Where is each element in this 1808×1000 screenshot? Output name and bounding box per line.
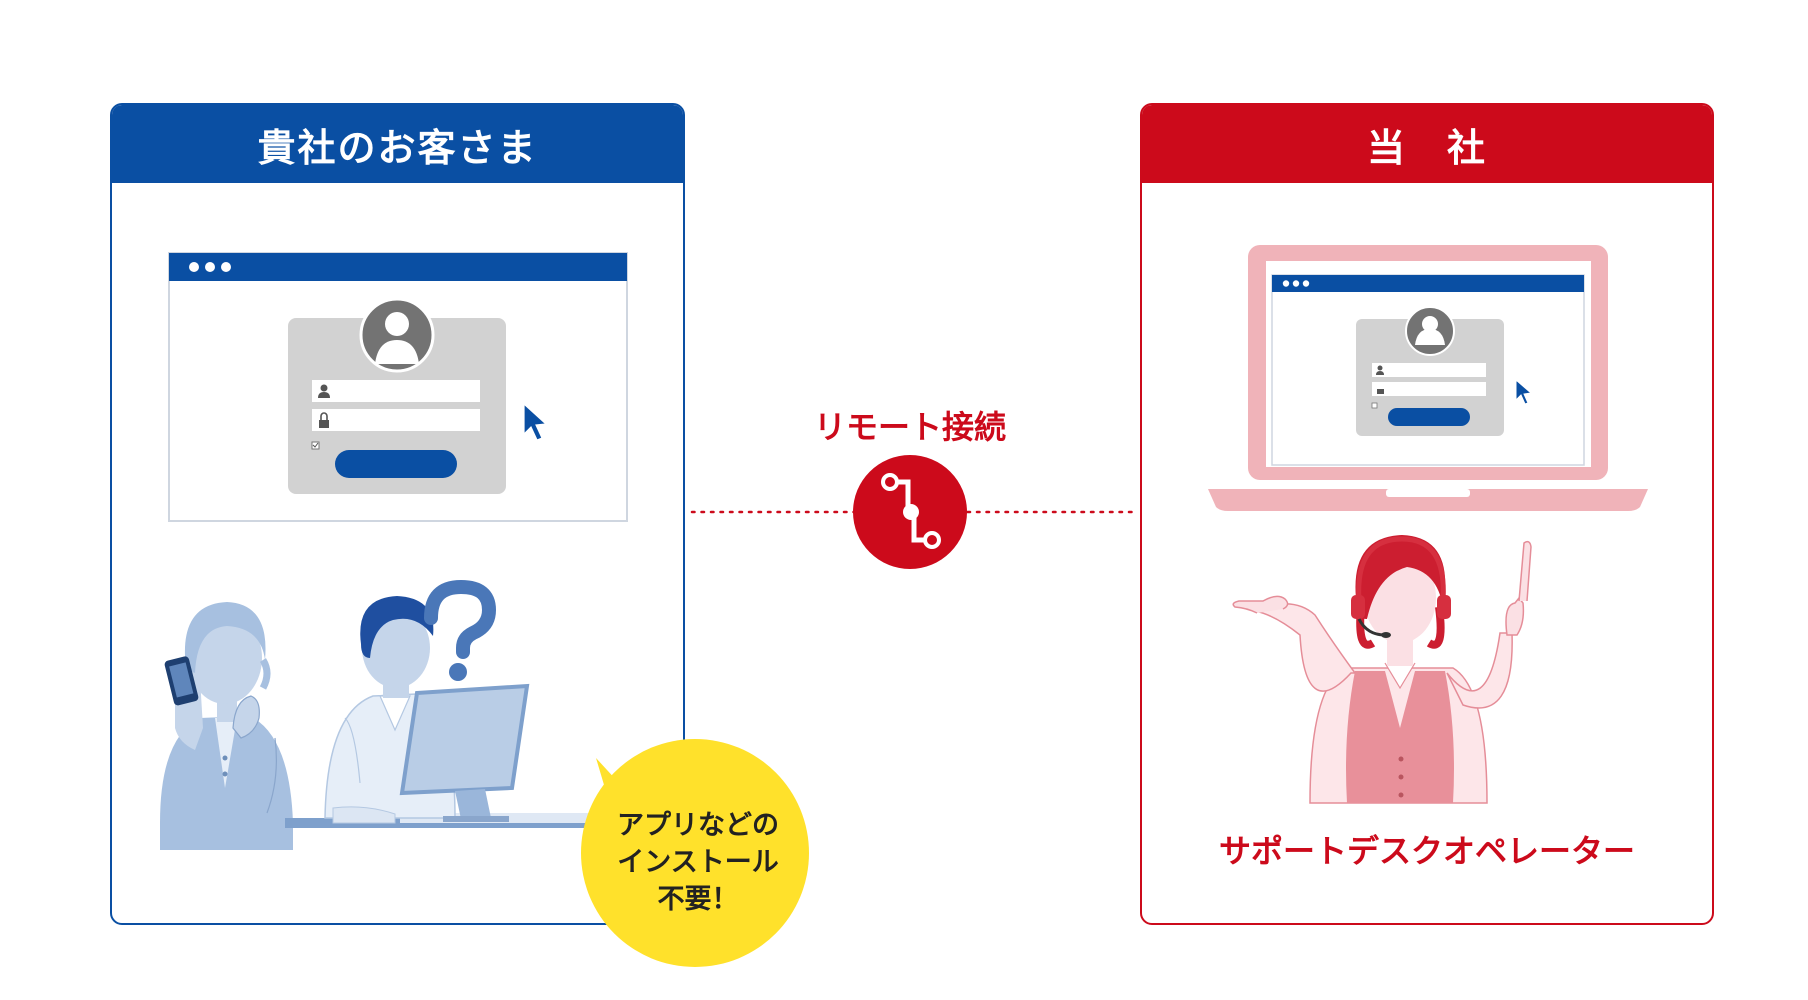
password-field xyxy=(312,409,480,431)
speech-bubble-line: 不要！ xyxy=(657,884,739,915)
remote-connection-label: リモート接続 xyxy=(813,408,1006,446)
checkbox-icon xyxy=(311,441,320,450)
remote-connection-icon xyxy=(853,455,967,569)
customer-panel-title: 貴社のお客さま xyxy=(112,105,683,183)
customer-people-illustration xyxy=(160,579,600,850)
cursor-icon xyxy=(523,402,548,441)
user-icon xyxy=(1377,365,1383,371)
speech-bubble-text: アプリなどの インストール 不要！ xyxy=(578,807,818,918)
window-dot-icon xyxy=(1292,280,1300,287)
speech-bubble-line: アプリなどの xyxy=(617,810,779,841)
monitor-icon xyxy=(399,683,530,796)
speech-bubble-line: インストール xyxy=(617,847,779,878)
customer-browser-window xyxy=(168,252,628,522)
login-button xyxy=(335,450,457,478)
operator-label: サポートデスクオペレーター xyxy=(1218,832,1635,870)
window-dot-icon xyxy=(205,262,215,272)
operator-illustration xyxy=(1232,535,1532,804)
window-dot-icon xyxy=(221,262,231,272)
username-field xyxy=(312,380,480,402)
user-icon xyxy=(320,384,328,392)
company-laptop xyxy=(1208,245,1648,511)
lock-icon xyxy=(1377,389,1384,394)
login-button xyxy=(1388,408,1470,426)
window-dot-icon xyxy=(1302,280,1310,287)
question-mark-icon xyxy=(424,579,497,659)
window-dot-icon xyxy=(1282,280,1290,287)
lock-icon xyxy=(319,420,329,428)
company-panel-title: 当 社 xyxy=(1142,105,1712,183)
headset-icon xyxy=(1356,536,1446,602)
password-field xyxy=(1372,382,1486,396)
username-field xyxy=(1372,363,1486,377)
checkbox-icon xyxy=(1371,402,1378,409)
speech-bubble xyxy=(581,739,809,967)
cursor-icon xyxy=(1515,378,1533,405)
window-dot-icon xyxy=(189,262,199,272)
